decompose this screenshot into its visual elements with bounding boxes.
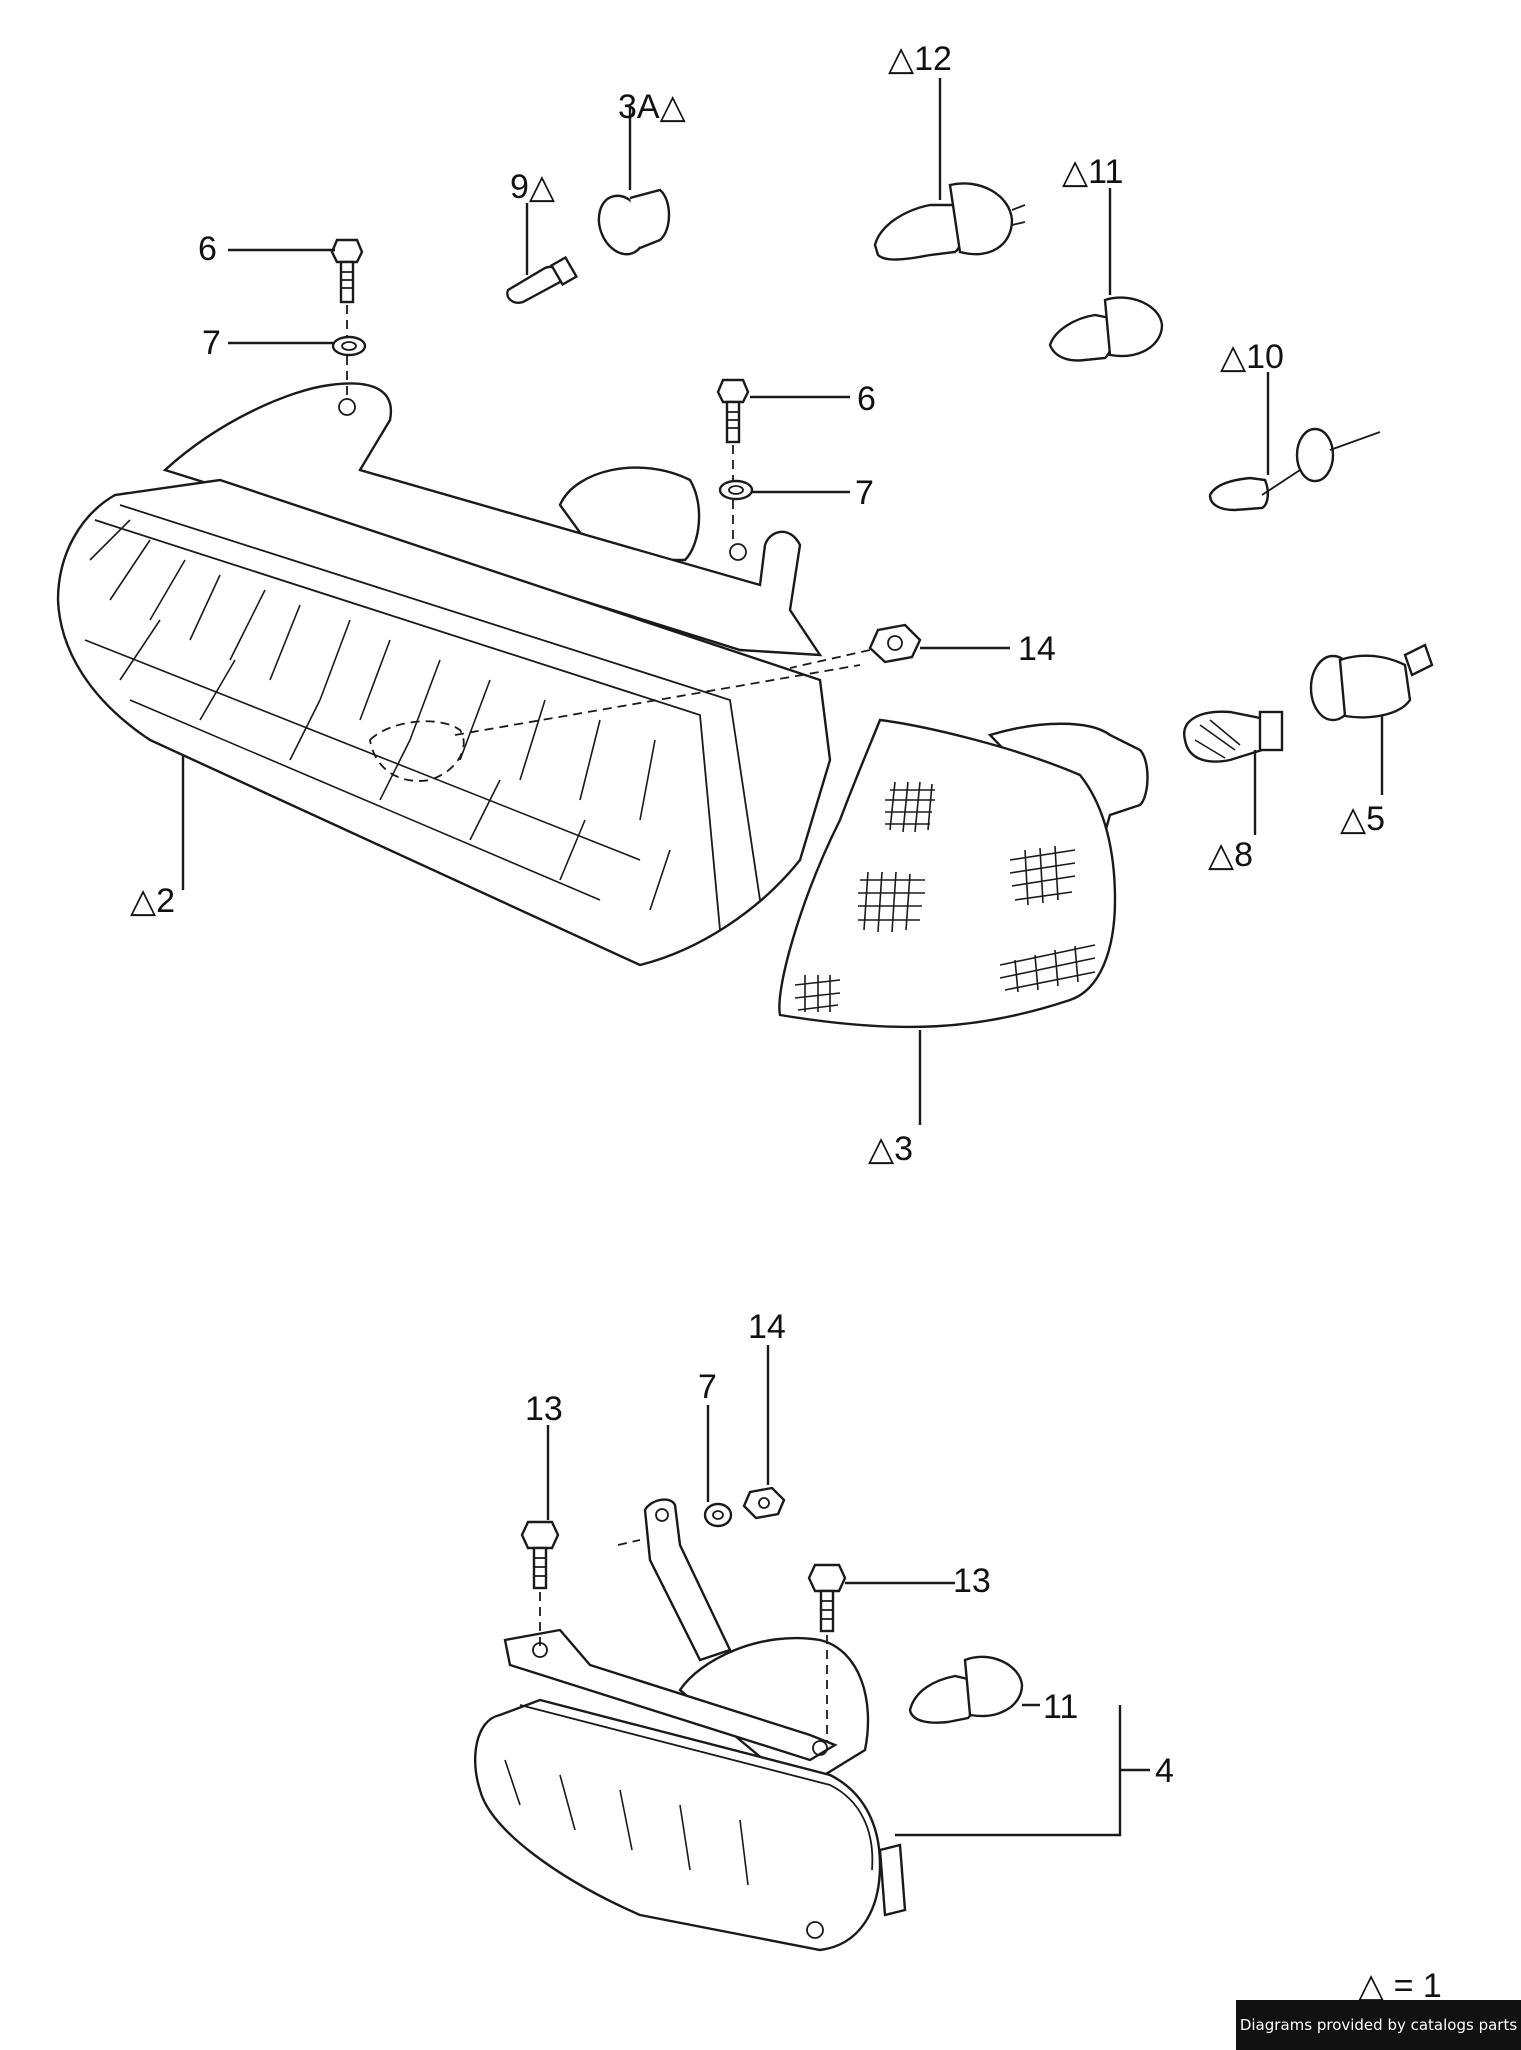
label-9: 9△ — [510, 168, 556, 206]
label-14-fog: 14 — [748, 1308, 786, 1346]
nut-14-top — [789, 623, 922, 669]
label-11-top: △11 — [1062, 153, 1123, 191]
bulb-11-top — [1048, 296, 1164, 362]
fog-lamp-assembly — [473, 1498, 907, 1952]
washer-nut-fog — [617, 1486, 786, 1546]
label-3a: 3A△ — [618, 88, 687, 126]
socket-5 — [1309, 643, 1434, 722]
label-4: 4 — [1155, 1752, 1174, 1790]
leader-lines — [181, 78, 1384, 1837]
label-13-left: 13 — [525, 1390, 563, 1428]
label-5: △5 — [1340, 800, 1385, 838]
bulb-9 — [506, 255, 579, 304]
label-7-left: 7 — [202, 324, 221, 362]
label-7-fog: 7 — [698, 1368, 717, 1406]
label-7-right: 7 — [855, 474, 874, 512]
part-labels: △12 3A△ 9△ △11 6 7 6 7 △10 14 △2 △8 △5 △… — [130, 40, 1442, 2005]
bolt-13-left — [520, 1520, 560, 1650]
credit-banner: Diagrams provided by catalogs parts — [1236, 2000, 1521, 2050]
label-8: △8 — [1208, 836, 1253, 874]
label-13-right: 13 — [953, 1562, 991, 1600]
label-2: △2 — [130, 882, 175, 920]
bulb-8 — [1183, 710, 1284, 763]
bolt-13-right — [807, 1563, 847, 1742]
bulb-12 — [873, 182, 1026, 261]
bulb-11-fog — [908, 1655, 1024, 1724]
bolt-6-left — [330, 238, 367, 400]
label-10: △10 — [1220, 338, 1284, 376]
lens-pattern — [794, 781, 1096, 1012]
socket-3a — [597, 188, 671, 256]
label-11-fog: 11 — [1043, 1688, 1078, 1726]
label-12: △12 — [888, 40, 952, 78]
headlamp-assembly — [56, 382, 861, 967]
label-6-right: 6 — [857, 380, 876, 418]
bulb-10 — [1208, 427, 1381, 512]
bolt-6-right — [716, 378, 754, 540]
label-6-left: 6 — [198, 230, 217, 268]
label-14-top: 14 — [1018, 630, 1056, 668]
legend-note: △ = 1 — [1358, 1967, 1442, 2005]
turn-signal-lamp — [778, 718, 1149, 1029]
label-3: △3 — [868, 1130, 913, 1168]
